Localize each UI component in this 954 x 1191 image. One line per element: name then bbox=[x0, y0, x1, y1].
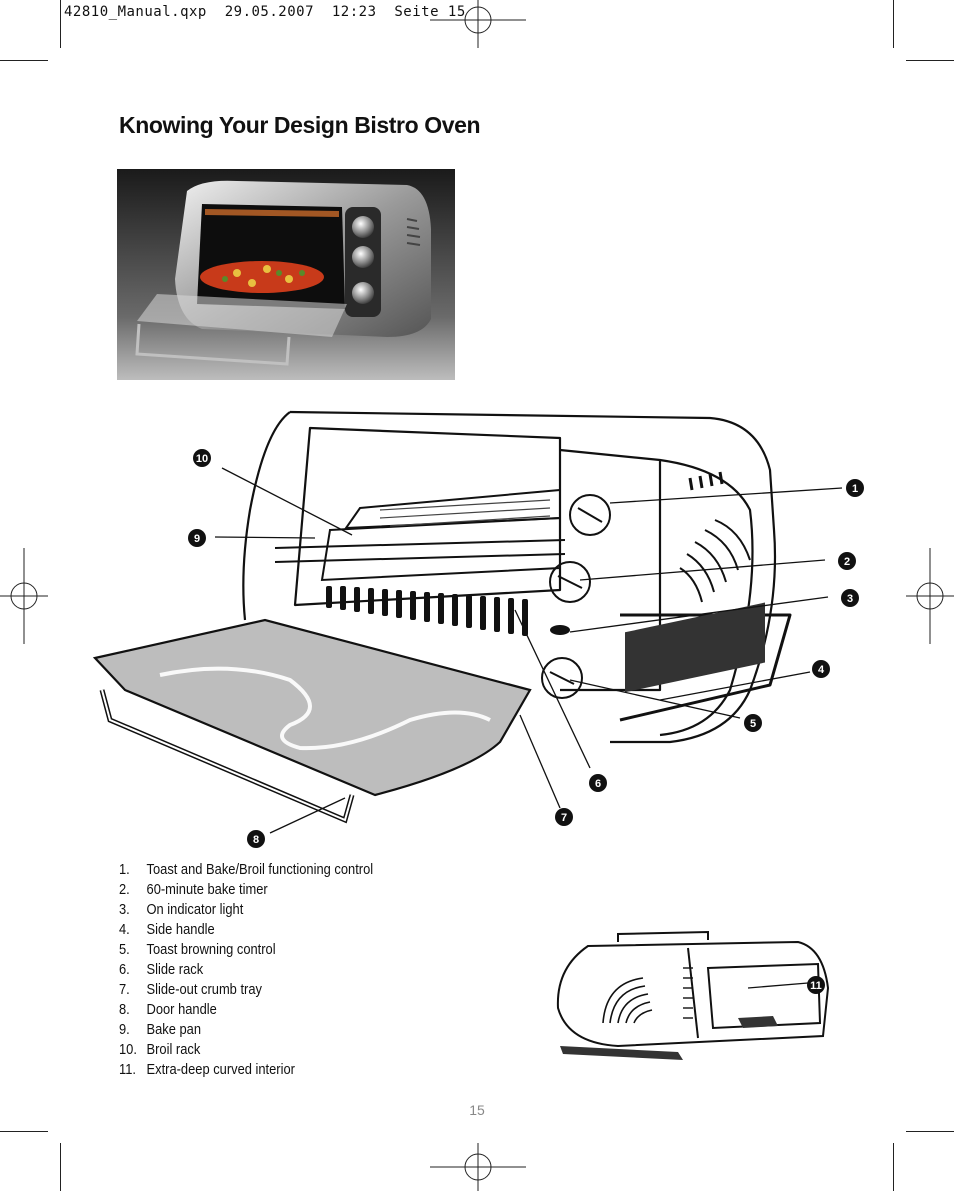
callout-2: 2 bbox=[838, 552, 856, 570]
svg-text:4: 4 bbox=[818, 664, 825, 676]
svg-text:8: 8 bbox=[253, 834, 259, 846]
svg-text:10: 10 bbox=[196, 453, 208, 465]
print-slug: 42810_Manual.qxp 29.05.2007 12:23 Seite … bbox=[64, 4, 466, 20]
list-item: 1.Toast and Bake/Broil functioning contr… bbox=[119, 861, 374, 878]
callout-4: 4 bbox=[812, 660, 830, 678]
svg-text:3: 3 bbox=[847, 593, 853, 605]
svg-text:2: 2 bbox=[844, 556, 850, 568]
parts-list: 1.Toast and Bake/Broil functioning contr… bbox=[119, 860, 373, 1080]
registration-mark-top bbox=[430, 0, 526, 48]
list-item: 8.Door handle bbox=[119, 1001, 217, 1018]
callout-5: 5 bbox=[744, 714, 762, 732]
list-item: 2.60-minute bake timer bbox=[119, 881, 268, 898]
list-item: 10.Broil rack bbox=[119, 1041, 201, 1058]
callout-3: 3 bbox=[841, 589, 859, 607]
list-item: 4.Side handle bbox=[119, 921, 215, 938]
registration-mark-bottom bbox=[430, 1143, 526, 1191]
list-item: 11.Extra-deep curved interior bbox=[119, 1061, 295, 1078]
list-item: 7.Slide-out crumb tray bbox=[119, 981, 262, 998]
svg-text:11: 11 bbox=[810, 980, 822, 992]
page-number: 15 bbox=[469, 1102, 485, 1118]
oven-rear-diagram: 11 bbox=[556, 930, 830, 1060]
oven-photo bbox=[117, 169, 455, 380]
svg-text:6: 6 bbox=[595, 778, 601, 790]
callout-10: 10 bbox=[193, 449, 211, 467]
registration-mark-right bbox=[906, 548, 954, 644]
svg-text:5: 5 bbox=[750, 718, 756, 730]
registration-mark-left bbox=[0, 548, 48, 644]
callout-6: 6 bbox=[589, 774, 607, 792]
list-item: 9.Bake pan bbox=[119, 1021, 202, 1038]
svg-text:7: 7 bbox=[561, 812, 567, 824]
svg-text:9: 9 bbox=[194, 533, 200, 545]
callout-1: 1 bbox=[846, 479, 864, 497]
callout-9: 9 bbox=[188, 529, 206, 547]
callout-11: 11 bbox=[807, 976, 825, 994]
callout-7: 7 bbox=[555, 808, 573, 826]
list-item: 5.Toast browning control bbox=[119, 941, 276, 958]
page-title: Knowing Your Design Bistro Oven bbox=[119, 112, 481, 138]
svg-text:1: 1 bbox=[852, 483, 858, 495]
list-item: 6.Slide rack bbox=[119, 961, 204, 978]
callout-8: 8 bbox=[247, 830, 265, 848]
list-item: 3.On indicator light bbox=[119, 901, 244, 918]
oven-diagram: 10 9 1 2 3 4 5 6 7 8 bbox=[92, 410, 864, 848]
